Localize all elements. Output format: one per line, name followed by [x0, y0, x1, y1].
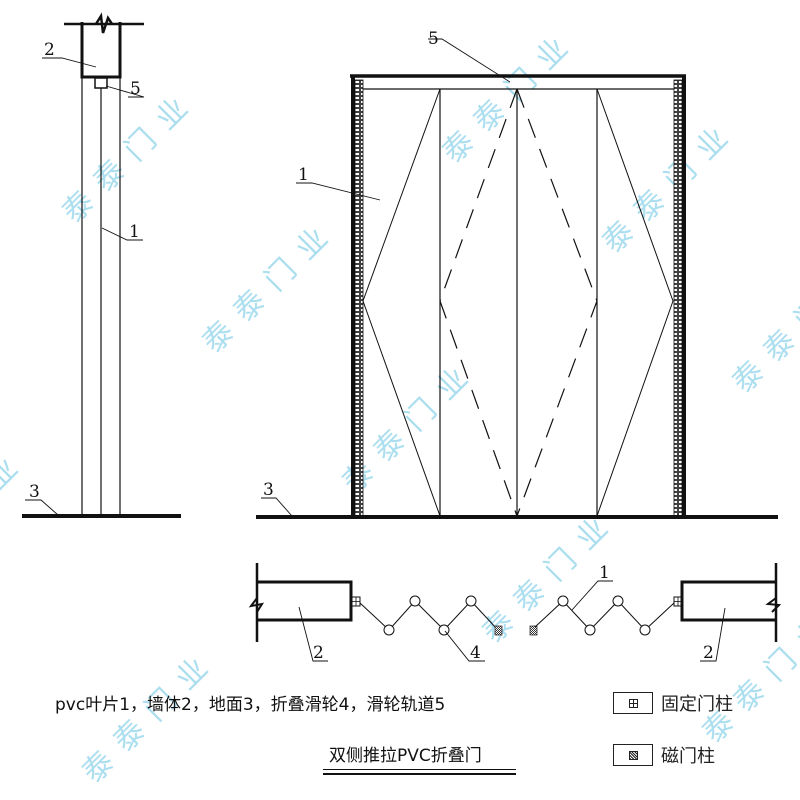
legend-item-magnetic-post: 磁门柱 — [613, 742, 715, 768]
front-left-jamb — [351, 76, 355, 516]
side-view — [22, 12, 181, 518]
front-label-track: 5 — [428, 29, 439, 49]
plan-label-wall-right: 2 — [703, 643, 714, 663]
legend-caption: pvc叶片1，墙体2，地面3，折叠滑轮4，滑轮轨道5 — [55, 695, 446, 715]
front-view — [256, 38, 778, 519]
side-label-wall: 2 — [44, 40, 55, 60]
front-label-ground: 3 — [263, 480, 274, 500]
plan-wall-right — [680, 563, 782, 642]
plan-view — [248, 563, 782, 662]
plan-label-pulley: 4 — [470, 643, 481, 663]
legend-swatch — [613, 744, 653, 766]
magnetic-post-left — [494, 625, 503, 636]
front-label-leaf: 1 — [298, 165, 309, 185]
plan-label-wall-left: 2 — [313, 643, 324, 663]
fixed-post-icon — [628, 698, 638, 708]
drawing-title: 双侧推拉PVC折叠门 — [329, 746, 482, 766]
side-leaf — [81, 78, 121, 516]
title-underline — [323, 769, 516, 770]
front-dashed-folds — [439, 88, 598, 517]
legend-swatch — [613, 692, 653, 714]
title-underline-thick — [323, 773, 516, 775]
front-leaf-folds — [362, 88, 674, 517]
side-label-ground: 3 — [29, 482, 40, 502]
legend-item-fixed-post: 固定门柱 — [613, 690, 733, 716]
legend-label: 磁门柱 — [661, 746, 715, 767]
magnetic-post-right — [529, 625, 538, 636]
side-wall — [64, 12, 144, 79]
side-label-leaf: 1 — [129, 222, 140, 242]
magnetic-post-icon — [628, 750, 638, 760]
side-track — [94, 77, 108, 89]
front-right-jamb — [682, 76, 686, 516]
plan-wall-left — [248, 563, 353, 642]
side-label-track: 5 — [130, 79, 141, 99]
legend-label: 固定门柱 — [661, 694, 733, 715]
plan-label-leaf: 1 — [599, 563, 610, 583]
